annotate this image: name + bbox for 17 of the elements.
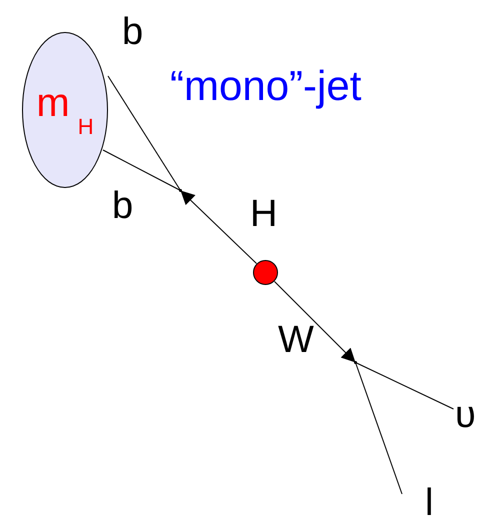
arrow [180,190,257,264]
line [108,76,181,191]
vertex-point [179,189,182,192]
line [355,362,402,494]
mass-label: m$_{H}$ [36,80,94,140]
particle-label: υ [455,395,482,435]
vertex-point [354,361,357,364]
annotation-text: “mono”-jet [170,62,362,110]
vertex-dot [253,260,278,285]
arrow [274,281,356,363]
edge-label: b [122,10,144,54]
edge-label: b [112,184,134,228]
line [355,362,454,410]
line [102,150,181,191]
edge-label: W [278,318,314,362]
particle-label: l [425,482,445,524]
edge-label: H [250,192,278,236]
